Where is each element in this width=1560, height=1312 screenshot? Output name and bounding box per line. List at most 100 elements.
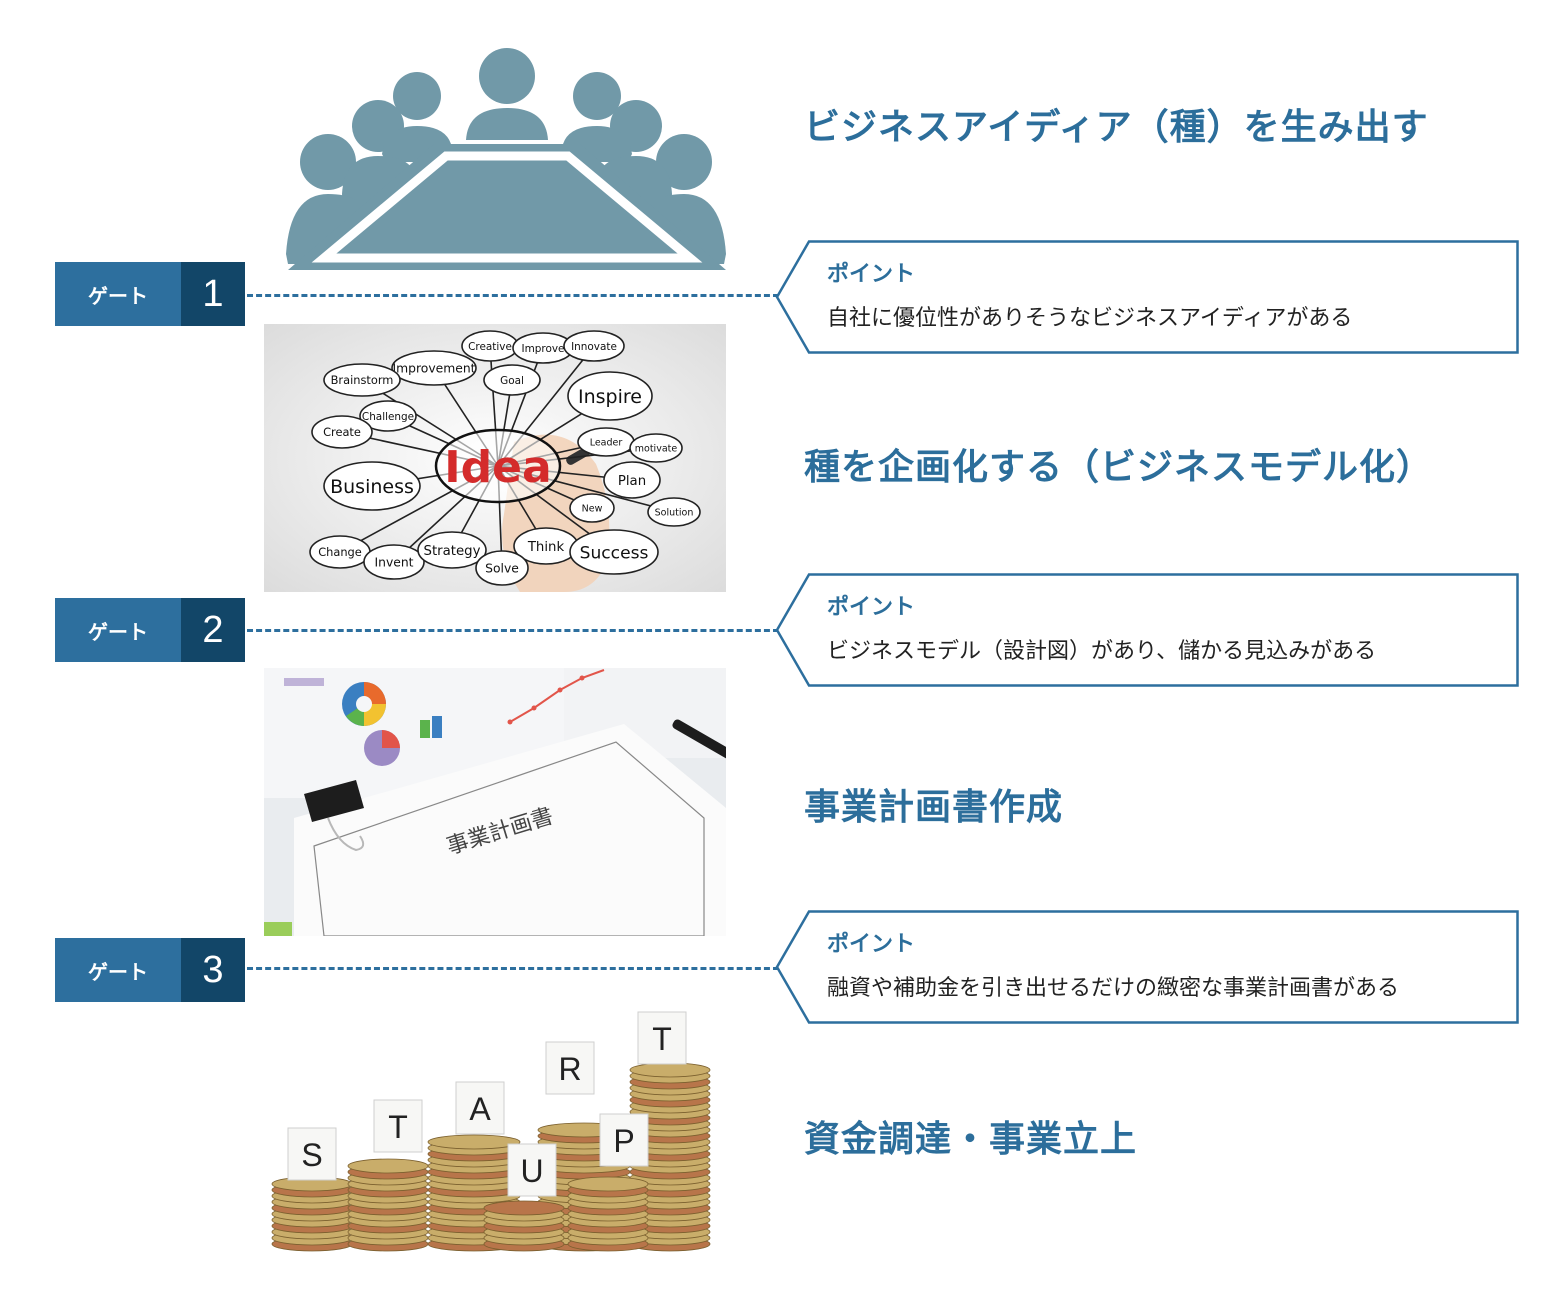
mindmap-word: Solution: [655, 508, 694, 519]
stage-3-title: 事業計画書作成: [804, 787, 1064, 828]
mindmap-word: Business: [330, 476, 414, 498]
mindmap-word-bubble: Change: [309, 535, 371, 569]
letter-tile-text: U: [520, 1153, 543, 1189]
gate-label: ゲート: [55, 938, 181, 1002]
pen-icon: [672, 719, 726, 761]
mindmap-word-bubble: Improvement: [391, 350, 477, 386]
letter-tile-text: R: [558, 1051, 581, 1087]
startup-coins-photo: S T A R T U P: [264, 1008, 726, 1258]
mindmap-word: Leader: [590, 438, 623, 449]
coin-stack: [567, 1176, 649, 1252]
gate-1-point-callout: ポイント 自社に優位性がありそうなビジネスアイディアがある: [775, 240, 1519, 354]
gate-2-connector: [247, 629, 779, 632]
letter-tile-text: T: [652, 1021, 672, 1057]
mindmap-word-bubble: Leader: [577, 427, 635, 457]
coin-stack: [271, 1176, 353, 1252]
mindmap-word: Change: [318, 545, 362, 559]
letter-tile-text: S: [301, 1137, 322, 1173]
mindmap-word: Creative: [468, 341, 512, 353]
mindmap-word-bubble: Strategy: [417, 531, 487, 569]
gate-label: ゲート: [55, 262, 181, 326]
callout-frame: [775, 240, 1519, 354]
gate-2-badge: ゲート 2: [55, 598, 245, 662]
bar-chart-icon: [420, 716, 442, 738]
letter-tile-text: P: [613, 1123, 634, 1159]
coin-stack: [483, 1200, 565, 1252]
mindmap-word: Plan: [618, 474, 646, 489]
mindmap-word: New: [582, 504, 603, 515]
letter-tile: U: [507, 1143, 557, 1197]
gate-1-connector: [247, 294, 779, 297]
callout-frame: [775, 910, 1519, 1024]
mindmap-word-bubble: Success: [569, 529, 659, 575]
mindmap-word-bubble: Create: [311, 415, 373, 449]
coin-stack: [347, 1158, 429, 1252]
point-text: 融資や補助金を引き出せるだけの緻密な事業計画書がある: [827, 976, 1400, 1001]
gate-label: ゲート: [55, 598, 181, 662]
mindmap-word: Brainstorm: [331, 373, 394, 387]
mindmap-word-bubble: New: [569, 493, 615, 523]
idea-center-bubble: [434, 428, 562, 504]
stage-2-title: 種を企画化する（ビジネスモデル化）: [804, 447, 1434, 488]
letter-tile: S: [287, 1127, 337, 1181]
mindmap-word-bubble: Brainstorm: [323, 363, 401, 397]
point-heading: ポイント: [827, 595, 916, 620]
gate-3-point-callout: ポイント 融資や補助金を引き出せるだけの緻密な事業計画書がある: [775, 910, 1519, 1024]
mindmap-word-bubble: Invent: [363, 544, 425, 580]
stage-1-title: ビジネスアイディア（種）を生み出す: [804, 107, 1429, 148]
mindmap-word: Create: [323, 425, 361, 439]
gate-number: 1: [181, 262, 245, 326]
coin-stack: [629, 1062, 711, 1252]
meeting-people-icon: [286, 44, 726, 274]
gate-3-badge: ゲート 3: [55, 938, 245, 1002]
idea-center-text: Idea: [444, 442, 551, 493]
gate-number: 2: [181, 598, 245, 662]
mindmap-word-bubble: Improve: [512, 332, 574, 364]
mindmap-word: Invent: [374, 556, 413, 570]
letter-tile-text: A: [469, 1091, 491, 1127]
mindmap-word-bubble: Innovate: [563, 330, 625, 362]
point-text: ビジネスモデル（設計図）があり、儲かる見込みがある: [827, 639, 1377, 664]
pie-chart-icon: [342, 682, 386, 726]
point-heading: ポイント: [827, 262, 916, 287]
point-heading: ポイント: [827, 932, 916, 957]
gate-3-connector: [247, 967, 779, 970]
mindmap-word-bubble: Solution: [647, 497, 701, 527]
mindmap-word: Solve: [485, 562, 519, 576]
mindmap-word: Innovate: [571, 341, 617, 353]
gate-1-badge: ゲート 1: [55, 262, 245, 326]
mindmap-word: Think: [527, 540, 565, 555]
mindmap-word-bubble: Solve: [475, 550, 529, 586]
document-sheet: [294, 724, 726, 936]
mindmap-word-bubble: Think: [513, 527, 579, 565]
point-text: 自社に優位性がありそうなビジネスアイディアがある: [827, 306, 1353, 331]
mindmap-word-bubble: motivate: [629, 433, 683, 463]
letter-tile: T: [637, 1011, 687, 1065]
mindmap-word-bubble: Challenge: [359, 400, 417, 432]
mindmap-word-bubble: Plan: [603, 461, 661, 499]
pie-chart-icon: [364, 730, 400, 766]
mindmap-word: Inspire: [578, 386, 642, 408]
mindmap-word: Improve: [522, 343, 565, 355]
business-plan-document-photo: 事業計画書: [264, 668, 726, 936]
letter-tile: R: [545, 1041, 595, 1095]
callout-frame: [775, 573, 1519, 687]
mindmap-word: Goal: [500, 375, 524, 387]
mindmap-word-bubble: Goal: [483, 364, 541, 396]
mindmap-word-bubble: Creative: [461, 330, 519, 362]
mindmap-word: Success: [580, 543, 649, 563]
gate-number: 3: [181, 938, 245, 1002]
letter-tile: T: [373, 1099, 423, 1153]
mindmap-word: motivate: [635, 444, 678, 455]
letter-tile: A: [455, 1081, 505, 1135]
letter-tile-text: T: [388, 1109, 408, 1145]
letter-tile: P: [599, 1113, 649, 1167]
mindmap-word: Strategy: [424, 544, 481, 559]
gate-2-point-callout: ポイント ビジネスモデル（設計図）があり、儲かる見込みがある: [775, 573, 1519, 687]
binder-clip-icon: [304, 780, 365, 852]
mindmap-word-bubble: Inspire: [567, 371, 653, 421]
stage-4-title: 資金調達・事業立上: [804, 1119, 1138, 1160]
mindmap-word: Challenge: [362, 411, 414, 423]
mindmap-word-bubble: Business: [323, 461, 421, 511]
